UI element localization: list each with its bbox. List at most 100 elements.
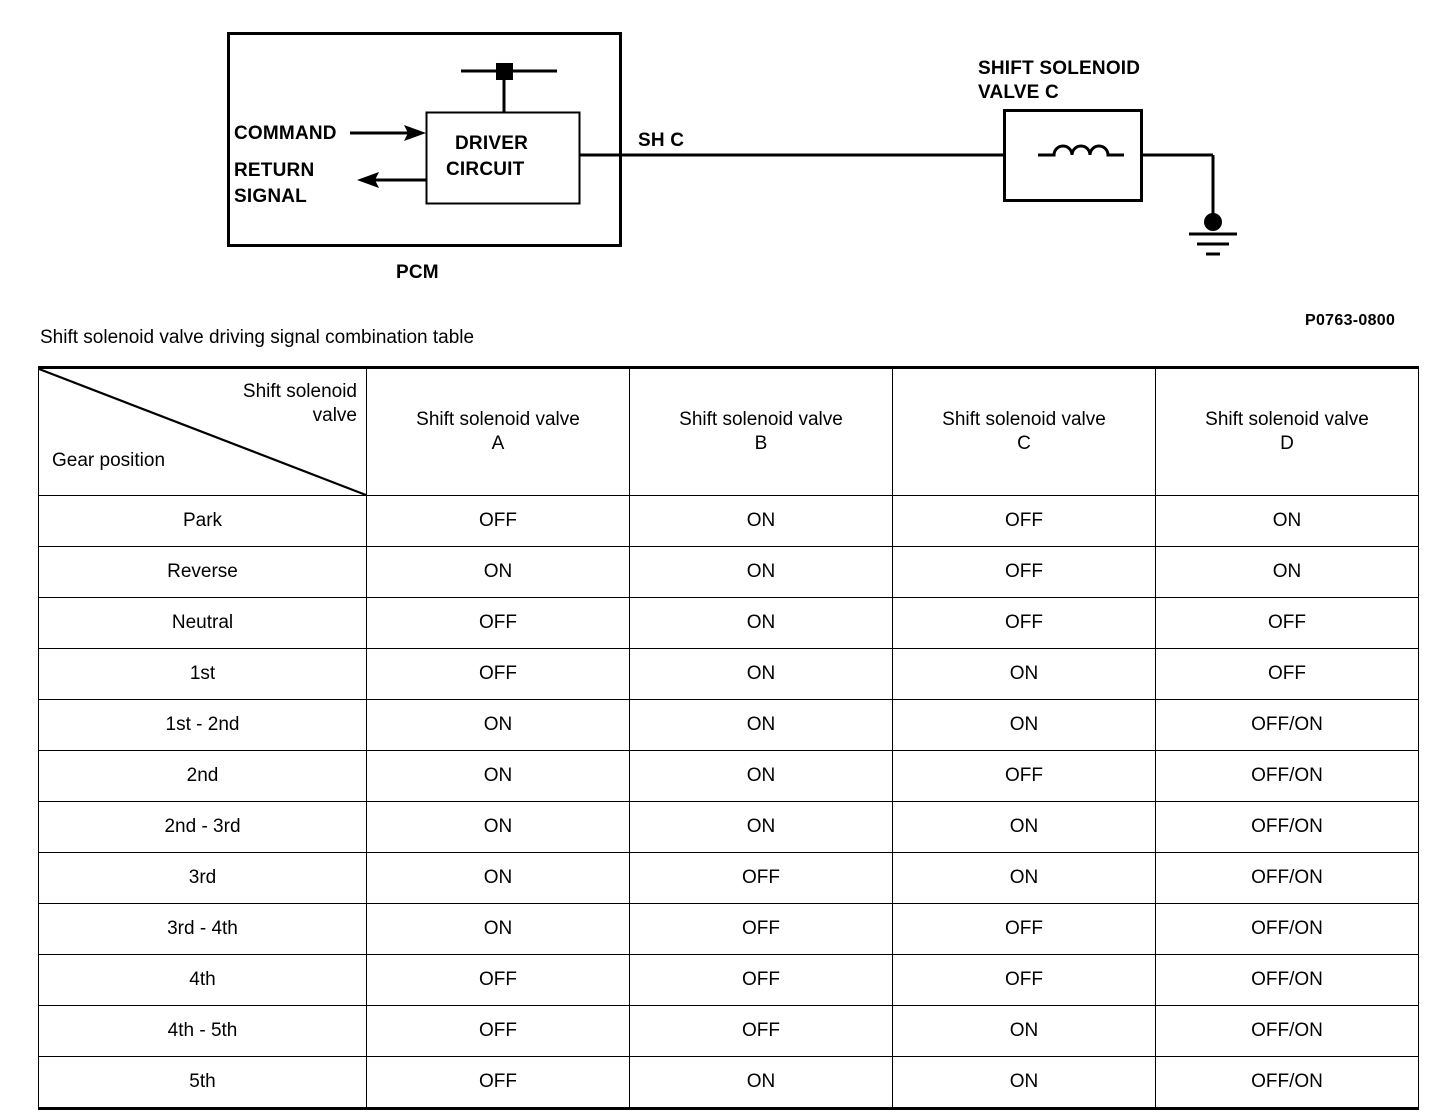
- valve-b-cell: OFF: [629, 903, 893, 955]
- column-header-valve-c: Shift solenoid valve C: [892, 366, 1156, 496]
- coil-icon: [1038, 144, 1124, 157]
- gear-position-cell: 2nd: [38, 750, 367, 802]
- valve-c-cell: ON: [892, 1005, 1156, 1057]
- valve-a-cell: ON: [366, 546, 630, 598]
- valve-d-cell: OFF/ON: [1155, 1056, 1419, 1110]
- solenoid-valve-label-line1: SHIFT SOLENOID: [978, 58, 1141, 79]
- valve-d-cell: OFF: [1155, 597, 1419, 649]
- valve-c-cell: OFF: [892, 597, 1156, 649]
- gear-position-cell: 2nd - 3rd: [38, 801, 367, 853]
- pcm-enclosure-box: [227, 32, 622, 247]
- column-header-valve-b-line2: B: [754, 433, 768, 454]
- command-label: COMMAND: [234, 123, 337, 144]
- valve-a-cell: OFF: [366, 954, 630, 1006]
- valve-b-cell: ON: [629, 1056, 893, 1110]
- valve-b-cell: ON: [629, 750, 893, 802]
- valve-d-cell: ON: [1155, 546, 1419, 598]
- ground-node-dot: [1204, 213, 1222, 231]
- column-header-valve-d: Shift solenoid valve D: [1155, 366, 1419, 496]
- return-label: RETURN: [234, 160, 315, 181]
- column-header-valve-c-line2: C: [1017, 433, 1031, 454]
- gear-position-cell: 1st - 2nd: [38, 699, 367, 751]
- circuit-diagram: COMMAND RETURN SIGNAL DRIVER CIRCUIT SH …: [0, 0, 1456, 345]
- column-header-valve-c-line1: Shift solenoid valve: [942, 409, 1106, 430]
- arrow-right-icon: [404, 125, 426, 141]
- column-header-valve-b: Shift solenoid valve B: [629, 366, 893, 496]
- valve-c-cell: ON: [892, 852, 1156, 904]
- valve-b-cell: ON: [629, 801, 893, 853]
- valve-a-cell: OFF: [366, 1005, 630, 1057]
- valve-c-cell: OFF: [892, 495, 1156, 547]
- valve-b-cell: ON: [629, 648, 893, 700]
- valve-a-cell: ON: [366, 801, 630, 853]
- valve-d-cell: OFF/ON: [1155, 750, 1419, 802]
- column-header-valve-d-line1: Shift solenoid valve: [1205, 409, 1369, 430]
- pcm-label: PCM: [396, 262, 439, 283]
- circuit-schematic-svg: [227, 32, 1237, 256]
- gear-position-cell: 1st: [38, 648, 367, 700]
- valve-a-cell: ON: [366, 750, 630, 802]
- gear-position-cell: 5th: [38, 1056, 367, 1110]
- valve-a-cell: OFF: [366, 1056, 630, 1110]
- valve-a-cell: OFF: [366, 648, 630, 700]
- valve-d-cell: OFF/ON: [1155, 954, 1419, 1006]
- driver-circuit-label-line1: DRIVER: [455, 133, 528, 154]
- valve-c-cell: ON: [892, 801, 1156, 853]
- valve-d-cell: OFF/ON: [1155, 1005, 1419, 1057]
- valve-b-cell: ON: [629, 699, 893, 751]
- valve-b-cell: ON: [629, 546, 893, 598]
- sh-c-wire-label: SH C: [638, 130, 685, 151]
- corner-header-bottom-label: Gear position: [52, 450, 166, 471]
- table-header: Shift solenoid valve Gear position Shift…: [38, 366, 1419, 496]
- valve-d-cell: OFF/ON: [1155, 699, 1419, 751]
- gear-position-cell: Reverse: [38, 546, 367, 598]
- valve-c-cell: OFF: [892, 954, 1156, 1006]
- valve-c-cell: OFF: [892, 903, 1156, 955]
- valve-b-cell: OFF: [629, 1005, 893, 1057]
- column-header-valve-a-line1: Shift solenoid valve: [416, 409, 580, 430]
- valve-b-cell: OFF: [629, 954, 893, 1006]
- gear-position-cell: Park: [38, 495, 367, 547]
- corner-header-cell: Shift solenoid valve Gear position: [38, 366, 367, 496]
- gear-position-cell: 3rd: [38, 852, 367, 904]
- arrow-left-icon: [357, 172, 379, 188]
- corner-header-top-label: Shift solenoid valve: [242, 381, 357, 426]
- table-caption: Shift solenoid valve driving signal comb…: [40, 327, 475, 348]
- column-header-valve-a-line2: A: [491, 433, 505, 454]
- valve-b-cell: ON: [629, 495, 893, 547]
- signal-label: SIGNAL: [234, 186, 307, 207]
- valve-a-cell: ON: [366, 699, 630, 751]
- gear-position-cell: 4th - 5th: [38, 1005, 367, 1057]
- shift-solenoid-combination-table: Shift solenoid valve Gear position Shift…: [38, 366, 1419, 1110]
- valve-d-cell: OFF: [1155, 648, 1419, 700]
- valve-d-cell: OFF/ON: [1155, 801, 1419, 853]
- valve-a-cell: ON: [366, 903, 630, 955]
- column-header-valve-b-line1: Shift solenoid valve: [679, 409, 843, 430]
- driver-circuit-label-line2: CIRCUIT: [446, 159, 525, 180]
- valve-a-cell: OFF: [366, 495, 630, 547]
- valve-c-cell: ON: [892, 1056, 1156, 1110]
- valve-d-cell: ON: [1155, 495, 1419, 547]
- valve-c-cell: ON: [892, 699, 1156, 751]
- gear-position-cell: 4th: [38, 954, 367, 1006]
- valve-c-cell: OFF: [892, 546, 1156, 598]
- valve-b-cell: OFF: [629, 852, 893, 904]
- valve-d-cell: OFF/ON: [1155, 852, 1419, 904]
- gear-position-cell: 3rd - 4th: [38, 903, 367, 955]
- column-header-valve-a: Shift solenoid valve A: [366, 366, 630, 496]
- solenoid-valve-label-line2: VALVE C: [978, 82, 1059, 103]
- valve-a-cell: ON: [366, 852, 630, 904]
- gear-position-cell: Neutral: [38, 597, 367, 649]
